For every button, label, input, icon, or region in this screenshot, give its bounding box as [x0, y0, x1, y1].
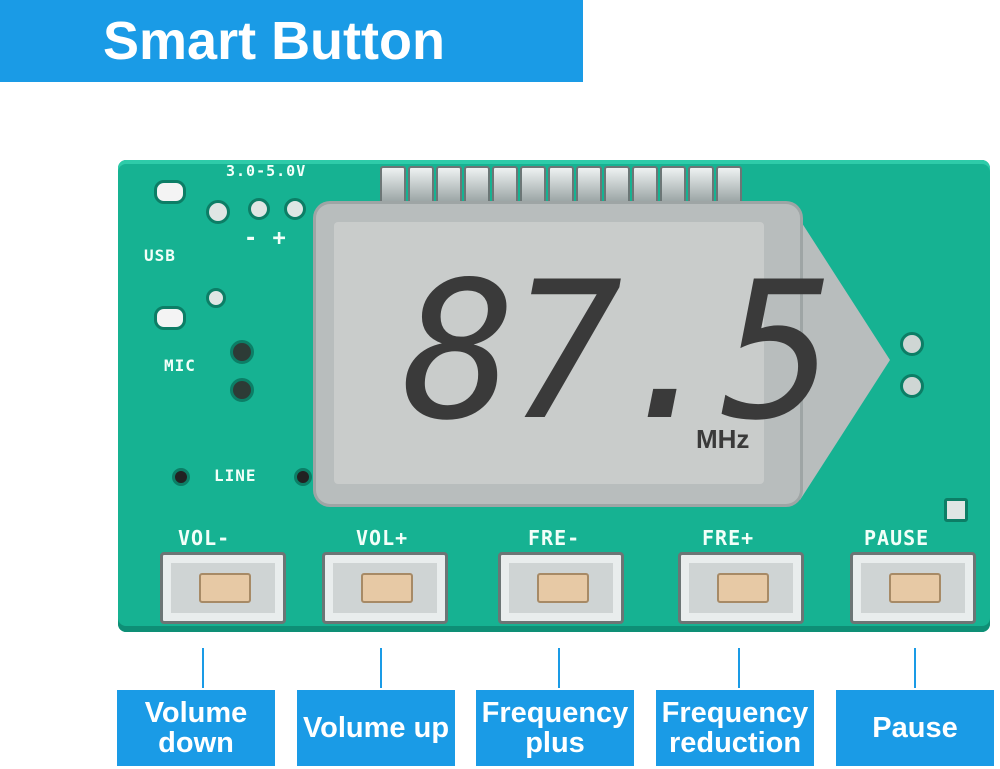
volume-down-callout: Volume down — [117, 690, 275, 766]
usb-label: USB — [144, 246, 176, 265]
line-label: LINE — [214, 466, 257, 485]
banner-title: Smart Button — [103, 11, 445, 71]
leader-line — [914, 648, 916, 688]
vol-minus-label: VOL- — [178, 526, 231, 550]
frequency-readout: 87.5 — [402, 241, 836, 462]
volume-up-callout: Volume up — [297, 690, 455, 766]
frequency-plus-button[interactable] — [498, 552, 624, 624]
power-pad-minus — [248, 198, 270, 220]
via-hole — [206, 200, 230, 224]
antenna-pad — [900, 332, 924, 356]
title-banner: Smart Button — [0, 0, 583, 82]
lcd-pin — [632, 166, 658, 204]
via-hole — [206, 288, 226, 308]
fre-minus-label: FRE- — [528, 526, 581, 550]
vol-plus-label: VOL+ — [356, 526, 409, 550]
mic-pad — [230, 340, 254, 364]
line-pad — [294, 468, 312, 486]
lcd-pin — [716, 166, 742, 204]
mic-pad — [230, 378, 254, 402]
lcd-pin — [604, 166, 630, 204]
leader-line — [738, 648, 740, 688]
lcd-pin — [492, 166, 518, 204]
pause-silk-label: PAUSE — [864, 526, 930, 550]
fre-plus-label: FRE+ — [702, 526, 755, 550]
lcd-pin — [380, 166, 406, 204]
volume-up-button[interactable] — [322, 552, 448, 624]
button-cap — [537, 573, 589, 603]
leader-line — [202, 648, 204, 688]
volume-down-button[interactable] — [160, 552, 286, 624]
corner-pad — [944, 498, 968, 522]
usb-slot — [154, 180, 186, 204]
frequency-reduction-button[interactable] — [678, 552, 804, 624]
antenna-pad — [900, 374, 924, 398]
button-cap — [199, 573, 251, 603]
lcd-pin — [688, 166, 714, 204]
lcd-pin — [408, 166, 434, 204]
lcd-pin — [548, 166, 574, 204]
leader-line — [558, 648, 560, 688]
button-cap — [717, 573, 769, 603]
pause-button[interactable] — [850, 552, 976, 624]
leader-line — [380, 648, 382, 688]
mic-label: MIC — [164, 356, 196, 375]
lcd-tail — [800, 220, 890, 500]
button-cap — [889, 573, 941, 603]
line-pad — [172, 468, 190, 486]
pcb-board: 3.0-5.0V - + USB MIC LINE 87.5 MHz VOL- … — [118, 160, 990, 632]
frequency-unit: MHz — [696, 424, 750, 454]
lcd-pin-header — [380, 166, 800, 206]
button-cap — [361, 573, 413, 603]
mic-slot — [154, 306, 186, 330]
pause-callout: Pause — [836, 690, 994, 766]
lcd-pin — [436, 166, 462, 204]
frequency-reduction-callout: Frequency reduction — [656, 690, 814, 766]
voltage-label: 3.0-5.0V — [226, 162, 307, 180]
lcd-screen: 87.5 MHz — [334, 222, 836, 484]
frequency-plus-callout: Frequency plus — [476, 690, 634, 766]
lcd-pin — [464, 166, 490, 204]
lcd-display: 87.5 MHz — [316, 204, 836, 504]
lcd-pin — [576, 166, 602, 204]
lcd-pin — [660, 166, 686, 204]
power-pad-plus — [284, 198, 306, 220]
polarity-label: - + — [244, 226, 287, 251]
lcd-pin — [520, 166, 546, 204]
